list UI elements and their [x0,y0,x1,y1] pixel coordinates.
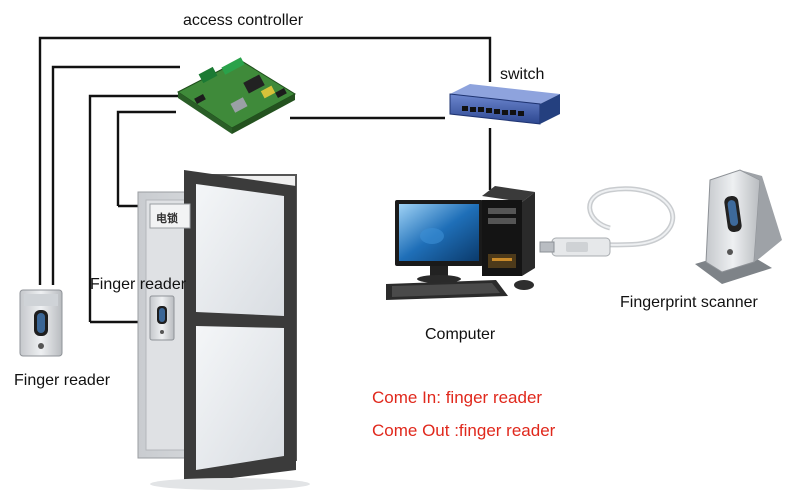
desktop-computer-icon [386,186,535,300]
finger-reader-inside-label: Finger reader [90,276,187,293]
computer-label: Computer [425,326,496,343]
wire-outside-reader-to-controller [51,65,180,285]
come-in-label: Come In: finger reader [372,388,543,407]
wires [38,36,492,324]
usb-fingerprint-scanner-icon [539,169,782,284]
wire-inside-reader-to-controller [88,94,178,322]
come-out-label: Come Out :finger reader [372,421,556,440]
network-switch-icon [449,84,560,125]
door-lock-label: 电锁 [156,212,178,225]
finger-reader-outside-label: Finger reader [14,372,111,389]
wire-lock-to-controller [116,110,176,206]
access-controller-label: access controller [183,12,304,29]
door-icon [137,170,310,490]
fingerprint-scanner-label: Fingerprint scanner [620,294,758,311]
switch-label: switch [500,66,545,83]
pcb-controller-icon [177,57,296,134]
wire-outside-reader-to-switch [38,36,492,285]
finger-reader-icon [19,289,63,357]
